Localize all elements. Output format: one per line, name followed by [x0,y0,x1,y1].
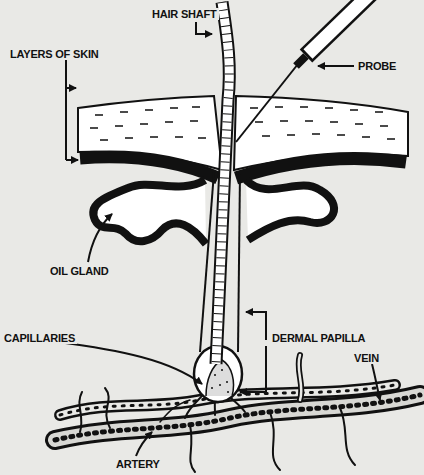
part-label: ARTERY [114,458,162,470]
part-label: VEIN [352,352,381,364]
part-label: PROBE [356,60,398,72]
part-label: DERMAL PAPILLA [270,332,367,344]
part-label: OIL GLAND [48,265,111,277]
part-label: HAIR SHAFT [150,8,219,20]
part-label: LAYERS OF SKIN [8,48,100,60]
part-label: CAPILLARIES [2,332,77,344]
